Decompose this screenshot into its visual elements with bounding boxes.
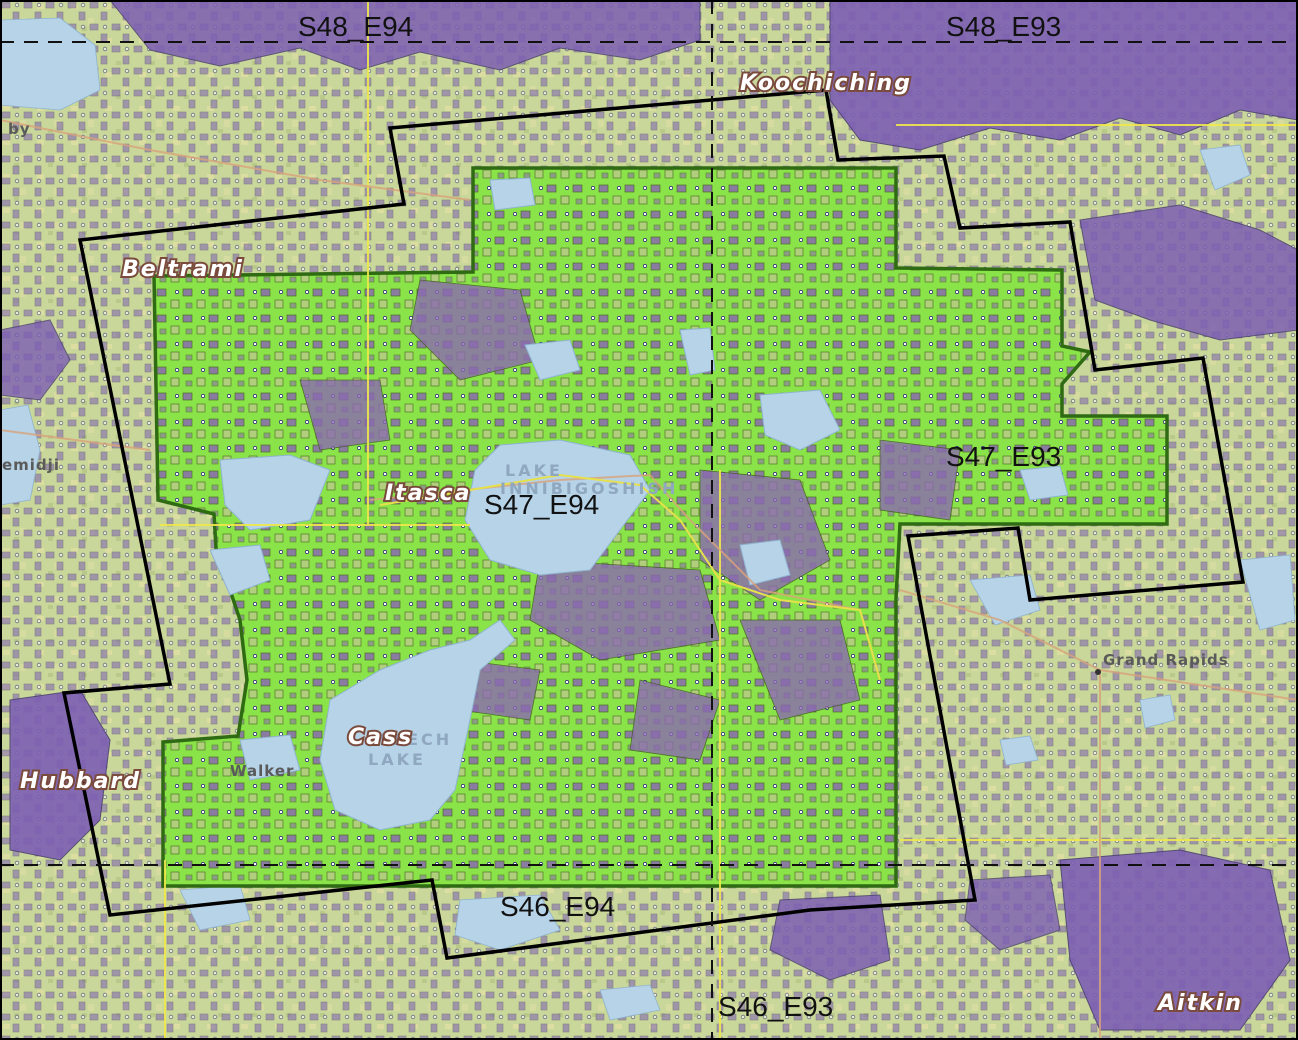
lake-winnibigoshish (464, 439, 651, 576)
grand-rapids-marker (1095, 669, 1101, 675)
lakes (209, 177, 1069, 831)
county-label-hubbard: Hubbard (20, 769, 141, 794)
study-boundary (61, 88, 1246, 960)
county-label-beltrami: Beltrami (122, 257, 244, 282)
place-label-bemidji: emidji (2, 456, 60, 474)
place-label-by: by (8, 120, 31, 138)
grid-label-s48-e93: S48_E93 (946, 11, 1061, 42)
lake-label-winnibigoshish-line1: LAKE (505, 461, 563, 480)
lake-label-winnibigoshish-line2: INNIBIGOSHISH (500, 479, 678, 498)
mississippi-river (379, 473, 881, 681)
county-boundaries (160, 0, 1298, 1040)
roads (0, 119, 1298, 1040)
lake-leech (319, 619, 516, 831)
place-label-walker: Walker (230, 762, 294, 780)
grid-label-s46-e94: S46_E94 (500, 891, 615, 922)
county-label-cass: Cass (348, 725, 413, 750)
county-label-aitkin: Aitkin (1156, 991, 1243, 1016)
place-label-grand-rapids: Grand Rapids (1103, 651, 1229, 669)
grid-label-s46-e93: S46_E93 (718, 991, 833, 1022)
lake-label-leech-line2: LAKE (368, 750, 426, 769)
lake-label-leech-line1: LEECH (380, 730, 452, 749)
grid-label-s47-e93: S47_E93 (946, 441, 1061, 472)
county-label-koochiching: Koochiching (740, 71, 912, 96)
county-label-itasca: Itasca (385, 481, 472, 506)
grid-label-s48-e94: S48_E94 (298, 11, 413, 42)
grid-label-s47-e94: S47_E94 (484, 489, 599, 520)
